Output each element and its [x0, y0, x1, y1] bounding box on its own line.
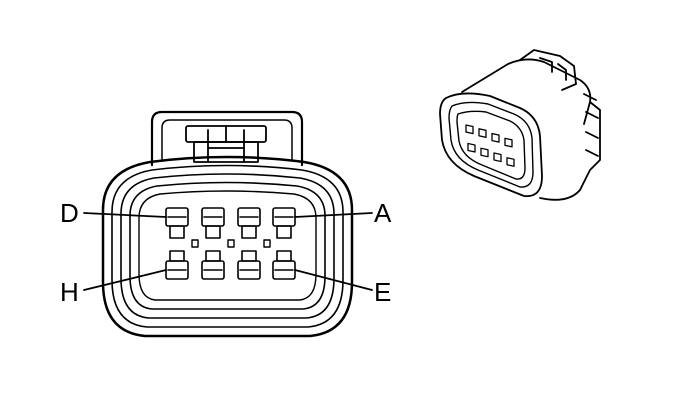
iso-front-inner-1	[448, 101, 534, 188]
iso-cavities	[465, 124, 515, 167]
leader-a	[294, 212, 373, 218]
iso-front-outer	[439, 92, 543, 198]
leader-h	[83, 269, 167, 291]
cavity-c	[201, 207, 225, 239]
iso-latch	[519, 49, 577, 91]
iso-ridges	[583, 93, 599, 157]
label-pin-h: H	[60, 277, 79, 307]
iso-body-right	[539, 101, 601, 201]
label-pin-d: D	[60, 198, 79, 228]
cavity-b	[237, 207, 261, 239]
leader-e	[294, 269, 373, 291]
connector-face-view	[83, 110, 373, 338]
iso-latch-detail	[539, 57, 567, 81]
cavity-a	[272, 207, 296, 239]
latch-housing-inner	[161, 119, 293, 161]
latch-housing	[150, 110, 304, 167]
cavity-g	[201, 250, 225, 280]
leader-lines	[83, 212, 373, 291]
body-outline-1	[101, 155, 354, 338]
leader-d	[83, 212, 167, 218]
locator-squares	[191, 239, 271, 248]
connector-isometric-view	[439, 49, 601, 201]
cavity-f	[237, 250, 261, 280]
cavity-d	[165, 207, 189, 239]
cavity-row-top	[165, 207, 296, 239]
cavity-row-bottom	[165, 250, 296, 280]
cavity-h	[165, 250, 189, 280]
iso-body-top	[461, 58, 592, 125]
cavity-e	[272, 250, 296, 280]
iso-front-inner-2	[456, 110, 526, 180]
body-outline-5	[138, 190, 317, 301]
label-pin-a: A	[374, 198, 392, 228]
body-outline-2	[111, 164, 344, 328]
label-pin-e: E	[374, 277, 391, 307]
